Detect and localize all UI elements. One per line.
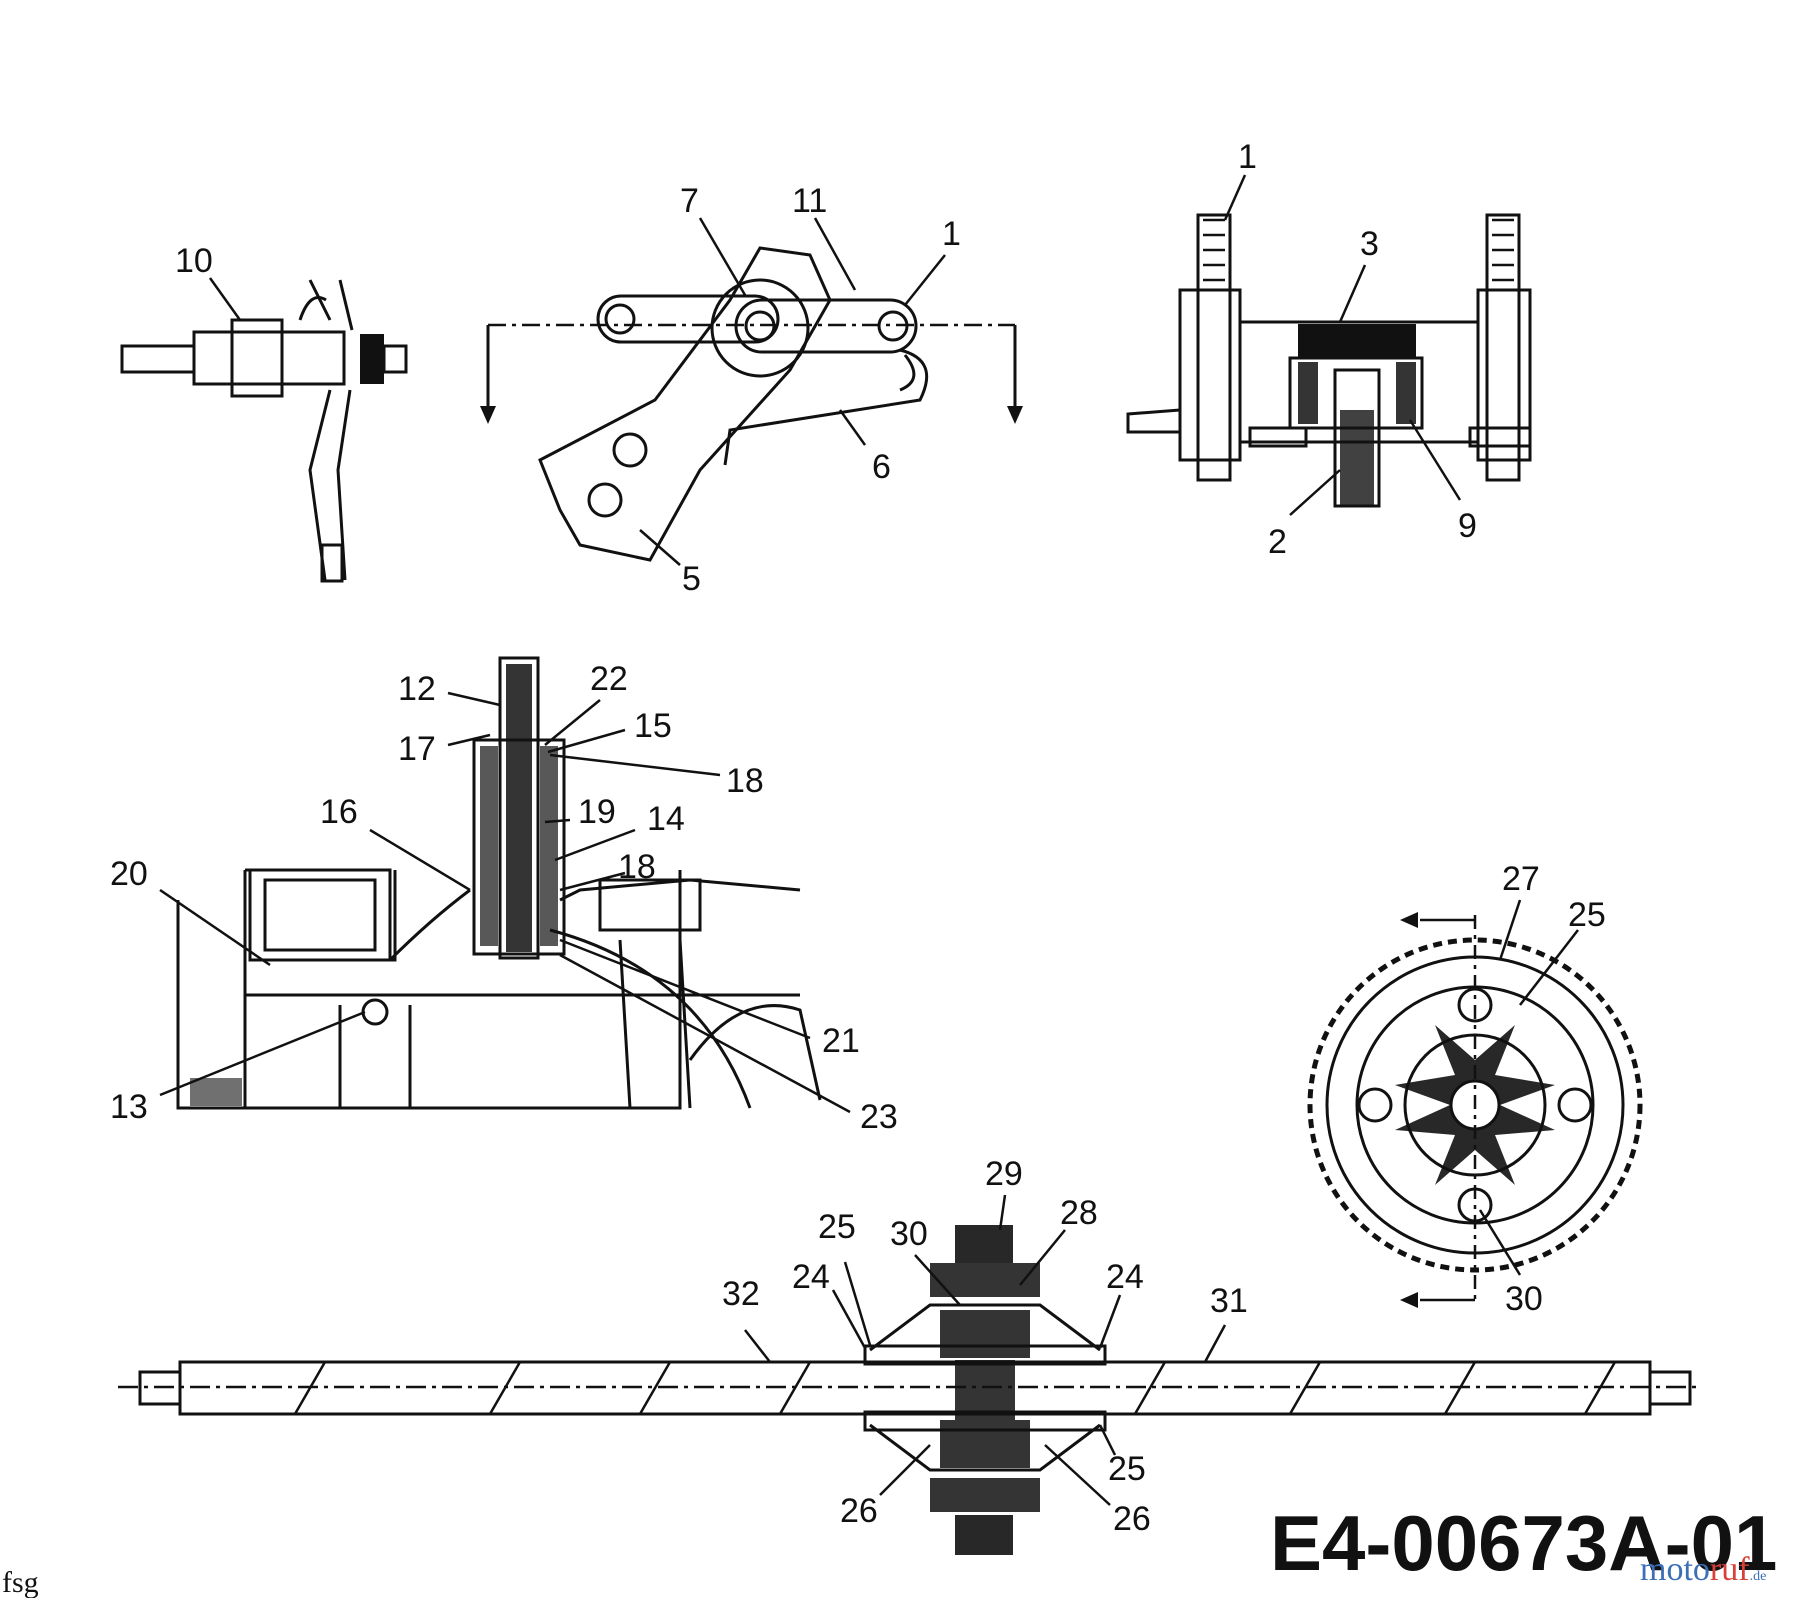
callout-24-right: 24 (1106, 1258, 1144, 1296)
callout-29: 29 (985, 1155, 1023, 1193)
callout-16: 16 (320, 793, 358, 831)
callout-17: 17 (398, 730, 436, 768)
callout-25-lower: 25 (1108, 1450, 1146, 1488)
axle-differential-drawing (118, 1225, 1700, 1555)
callout-18-top: 18 (726, 762, 764, 800)
callout-19: 19 (578, 793, 616, 831)
callout-2: 2 (1268, 523, 1287, 561)
ring-gear-drawing (1307, 912, 1643, 1308)
watermark-part1: moto (1640, 1551, 1710, 1588)
callout-27: 27 (1502, 860, 1540, 898)
callout-20: 20 (110, 855, 148, 893)
callout-1-lever: 1 (942, 215, 961, 253)
callout-9: 9 (1458, 507, 1477, 545)
callout-25-gear: 25 (1568, 896, 1606, 934)
callout-10: 10 (175, 242, 213, 280)
callout-23: 23 (860, 1098, 898, 1136)
callout-labels: 10 7 11 1 6 5 1 3 2 9 12 22 15 17 18 16 … (110, 138, 1606, 1538)
callout-3: 3 (1360, 225, 1379, 263)
lever-assembly-drawing (480, 246, 1023, 562)
callout-30-gear: 30 (1505, 1280, 1543, 1318)
watermark-logo: motoruf.de (1640, 1551, 1766, 1588)
callout-24-left: 24 (792, 1258, 830, 1296)
callout-15: 15 (634, 707, 672, 745)
callout-18-bottom: 18 (618, 848, 656, 886)
callout-22: 22 (590, 660, 628, 698)
callout-28: 28 (1060, 1194, 1098, 1232)
callout-31: 31 (1210, 1282, 1248, 1320)
callout-30-axle: 30 (890, 1215, 928, 1253)
watermark-suffix: .de (1750, 1569, 1767, 1584)
callout-6: 6 (872, 448, 891, 486)
callout-5: 5 (682, 560, 701, 598)
callout-11: 11 (792, 182, 827, 220)
callout-12: 12 (398, 670, 436, 708)
callout-14: 14 (647, 800, 685, 838)
shaft-assembly-drawing (120, 279, 408, 583)
svg-text:motoruf.de: motoruf.de (1640, 1551, 1766, 1588)
diagram-code: E4-00673A-01 (1270, 1499, 1777, 1587)
leader-lines (159, 174, 1579, 1506)
gear-housing-section-drawing (1126, 213, 1532, 508)
callout-25-upper: 25 (818, 1208, 856, 1246)
corner-text: fsg (2, 1566, 39, 1598)
callout-21: 21 (822, 1022, 860, 1060)
callout-7: 7 (680, 182, 699, 220)
callout-32: 32 (722, 1275, 760, 1313)
wheel-hub-section-drawing (176, 656, 822, 1110)
callout-26-left: 26 (840, 1492, 878, 1530)
callout-13: 13 (110, 1088, 148, 1126)
callout-1-gear: 1 (1238, 138, 1257, 176)
watermark-part2: ruf (1710, 1551, 1750, 1588)
callout-26-right: 26 (1113, 1500, 1151, 1538)
